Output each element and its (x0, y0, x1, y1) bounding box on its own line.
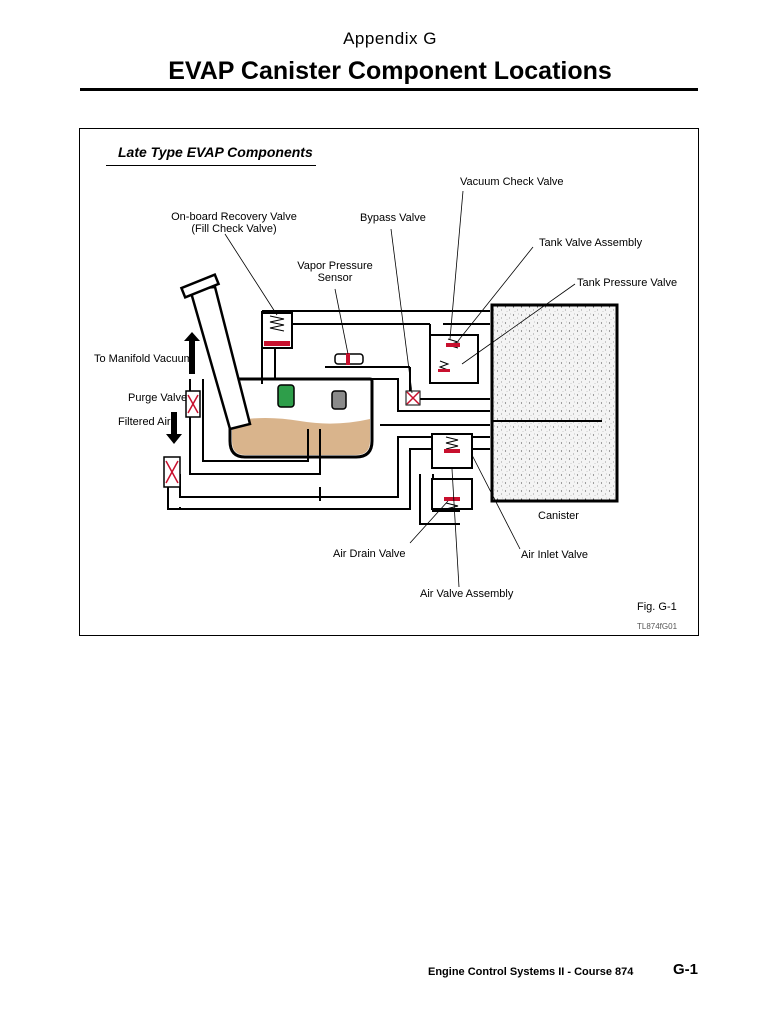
label-bypass-valve: Bypass Valve (360, 212, 426, 224)
label-filtered-air: Filtered Air (118, 416, 171, 428)
canister (490, 303, 619, 503)
figure-number: Fig. G-1 (637, 601, 677, 613)
filler-neck (179, 272, 252, 431)
label-purge-valve: Purge Valve (128, 392, 188, 404)
vapor-pressure-sensor (334, 353, 364, 365)
arrow-down-icon (166, 412, 182, 444)
figure-subtitle-rule (106, 165, 316, 166)
label-onboard-recovery-valve: On-board Recovery Valve (Fill Check Valv… (166, 211, 302, 235)
label-canister: Canister (538, 510, 579, 522)
figure-code: TL874fG01 (637, 622, 678, 631)
label-vapor-pressure-line1: Vapor Pressure (297, 260, 373, 272)
label-vapor-pressure-sensor: Vapor Pressure Sensor (290, 260, 380, 284)
purge-valve (185, 390, 201, 418)
title-rule (80, 88, 698, 91)
label-air-valve-assembly: Air Valve Assembly (420, 588, 514, 600)
label-onboard-recovery-line2: (Fill Check Valve) (191, 223, 277, 235)
label-vapor-pressure-line2: Sensor (317, 272, 353, 284)
page-title: EVAP Canister Component Locations (168, 57, 612, 85)
footer-course: Engine Control Systems II - Course 874 (428, 966, 634, 978)
figure-box: Late Type EVAP Components Vacuum Check V… (79, 128, 699, 636)
evap-diagram (163, 190, 619, 588)
cut-valve (277, 384, 295, 408)
label-air-inlet-valve: Air Inlet Valve (521, 549, 589, 561)
label-air-drain-valve: Air Drain Valve (333, 548, 406, 560)
bypass-valve (405, 390, 421, 406)
filtered-air-valve (163, 456, 181, 488)
leader-lines (224, 190, 576, 588)
onboard-recovery-valve (261, 312, 293, 349)
rollover-valve (331, 390, 347, 410)
label-onboard-recovery-line1: On-board Recovery Valve (171, 211, 297, 223)
figure-subtitle: Late Type EVAP Components (118, 144, 313, 160)
arrow-up-icon (184, 332, 200, 374)
label-tank-valve-assembly: Tank Valve Assembly (539, 237, 643, 249)
appendix-label: Appendix G (343, 29, 437, 48)
air-valve-assembly (431, 433, 473, 510)
fuel-tank (228, 377, 374, 459)
label-to-manifold-vacuum: To Manifold Vacuum (94, 353, 193, 365)
label-tank-pressure-valve: Tank Pressure Valve (577, 277, 678, 289)
label-vacuum-check-valve: Vacuum Check Valve (460, 176, 564, 188)
tank-valve-assembly (429, 334, 479, 384)
page-number: G-1 (673, 961, 699, 978)
